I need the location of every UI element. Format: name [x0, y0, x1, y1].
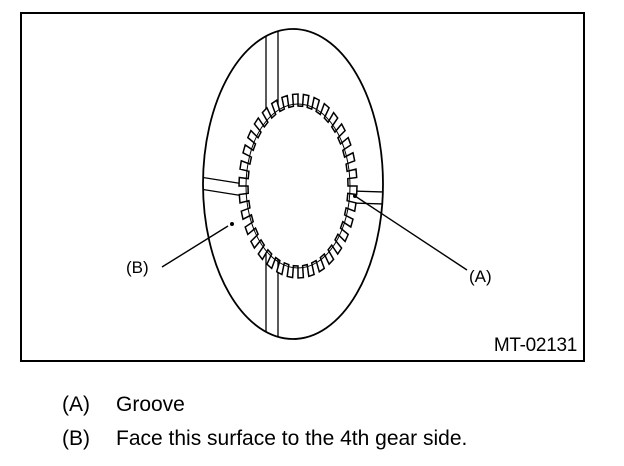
figure-frame: (A) (B) MT-02131 [20, 12, 585, 362]
leader-line-a [354, 195, 468, 271]
leader-dot-b [230, 222, 234, 226]
callout-b: (B) [126, 258, 149, 277]
legend-key-b: (B) [62, 427, 90, 450]
legend-key-a: (A) [62, 393, 90, 416]
callout-a: (A) [469, 267, 492, 286]
spacer-ring-illustration: (A) (B) [126, 28, 492, 340]
leader-dot-a [353, 194, 357, 198]
leader-line-b [161, 225, 229, 268]
spline-bore [238, 93, 358, 279]
legend-text-b: Face this surface to the 4th gear side. [116, 427, 468, 450]
legend-text-a: Groove [116, 393, 185, 416]
figure-id: MT-02131 [493, 335, 577, 356]
leader-lines [161, 195, 468, 271]
